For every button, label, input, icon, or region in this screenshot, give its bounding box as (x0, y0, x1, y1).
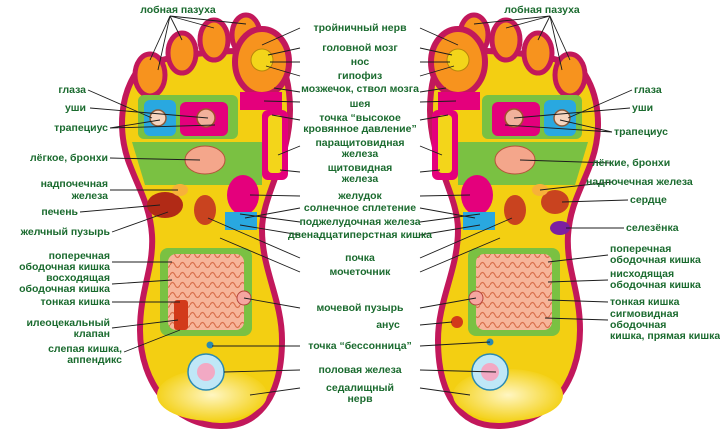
right-label-transverse-colon-2: ободочная кишка (610, 254, 701, 266)
left-neck-zone (240, 92, 282, 110)
left-label-frontal-sinus: лобная пазуха (140, 4, 216, 16)
label-stomach: желудок (337, 190, 382, 202)
label-cerebellum: мозжечок, ствол мозга (301, 83, 419, 95)
right-neck-zone (438, 92, 480, 110)
label-ureter: мочеточник (330, 266, 392, 278)
left-label-transverse-colon-2: ободочная кишка (19, 261, 110, 273)
right-heart-icon (541, 190, 569, 214)
right-toe-3 (489, 17, 523, 63)
left-labels: лобная пазуха глаза уши трапециус лёгкое… (19, 4, 216, 366)
left-label-ascending-colon-1: восходящая (46, 272, 110, 284)
right-label-descending-colon-2: ободочная кишка (610, 279, 701, 291)
left-label-trapezius: трапециус (54, 122, 108, 134)
right-label-sigmoid-2: ободочная (610, 319, 666, 331)
center-labels: тройничный нерв головной мозг нос гипофи… (288, 22, 432, 405)
label-pancreas: поджелудочная железа (299, 216, 420, 228)
right-anus-icon (451, 316, 463, 328)
right-labels: лобная пазуха глаза уши трапециус лёгкие… (504, 4, 720, 342)
label-sciatic-2: нерв (347, 393, 373, 405)
label-kidney: почка (345, 252, 375, 264)
left-parathyroid-zone (268, 115, 282, 173)
label-sciatic-1: седалищный (326, 382, 394, 394)
right-solar-plexus-zone (463, 212, 495, 230)
label-anus: анус (376, 319, 400, 331)
right-kidney-icon (504, 195, 526, 225)
left-sex-gland-inner (197, 363, 215, 381)
right-label-adrenal: надпочечная железа (586, 176, 693, 188)
left-stomach-icon (227, 175, 259, 215)
left-ileocecal-icon (174, 300, 188, 330)
label-pituitary: гипофиз (338, 70, 382, 82)
left-label-lung-bronchi: лёгкое, бронхи (30, 152, 108, 164)
label-neck: шея (350, 98, 371, 110)
label-thyroid-2: железа (341, 173, 379, 185)
right-label-sigmoid-1: сигмовидная (610, 308, 679, 320)
left-toe-3 (197, 17, 231, 63)
label-parathyroid-1: паращитовидная (315, 137, 404, 149)
left-label-cecum-2: аппендикс (67, 354, 122, 366)
right-label-eyes: глаза (634, 84, 662, 96)
left-kidney-icon (194, 195, 216, 225)
label-high-bp-2: кровянное давление” (303, 123, 416, 135)
left-toe-2 (165, 30, 199, 76)
left-label-liver: печень (41, 206, 78, 218)
right-lung-icon (494, 145, 536, 175)
label-bladder: мочевой пузырь (317, 302, 404, 314)
right-label-small-intestine: тонкая кишка (610, 296, 680, 308)
right-label-trapezius: трапециус (614, 126, 668, 138)
left-label-ascending-colon-2: ободочная кишка (19, 283, 110, 295)
right-toe-2 (521, 30, 555, 76)
left-label-gallbladder: желчный пузырь (20, 226, 111, 238)
label-duodenum: двенадцатиперстная кишка (288, 229, 432, 241)
label-trigeminal-nerve: тройничный нерв (313, 22, 407, 34)
left-foot (119, 12, 294, 430)
right-foot (426, 12, 601, 430)
left-label-small-intestine: тонкая кишка (41, 296, 111, 308)
right-label-descending-colon-1: нисходящая (610, 268, 674, 280)
label-high-bp-1: точка “высокое (319, 112, 401, 124)
right-label-heart: сердце (630, 194, 667, 206)
right-small-intestine-icon (476, 254, 552, 330)
left-label-adrenal-2: железа (71, 190, 109, 202)
left-label-ileocecal-2: клапан (74, 328, 110, 340)
right-label-sigmoid-3: кишка, прямая кишка (610, 330, 720, 342)
label-sex-gland: половая железа (318, 364, 401, 376)
label-thyroid-1: щитовидная (328, 162, 393, 174)
label-brain: головной мозг (322, 42, 398, 54)
left-heel-zone (157, 369, 267, 421)
right-spleen-icon (550, 221, 570, 235)
label-nose: нос (351, 56, 370, 68)
left-label-transverse-colon-1: поперечная (49, 250, 110, 262)
right-label-ears: уши (632, 102, 653, 114)
right-label-spleen: селезёнка (626, 222, 679, 234)
right-label-frontal-sinus: лобная пазуха (504, 4, 580, 16)
left-insomnia-point (206, 341, 214, 349)
left-label-eyes: глаза (58, 84, 86, 96)
right-parathyroid-zone (438, 115, 452, 173)
left-solar-plexus-zone (225, 212, 257, 230)
left-pituitary-zone (250, 48, 274, 72)
left-label-ears: уши (65, 102, 86, 114)
left-liver-icon (147, 192, 183, 218)
label-solar-plexus: солнечное сплетение (304, 202, 416, 214)
right-label-transverse-colon-1: поперечная (610, 243, 671, 255)
right-stomach-icon (461, 175, 493, 215)
left-eye-icon (149, 109, 167, 127)
leader-lines (79, 15, 633, 396)
right-eye-icon (553, 109, 571, 127)
label-parathyroid-2: железа (341, 148, 379, 160)
label-insomnia-point: точка “бессонница” (308, 340, 412, 352)
right-pituitary-zone (446, 48, 470, 72)
right-label-lungs-bronchi: лёгкие, бронхи (592, 157, 670, 169)
left-label-adrenal-1: надпочечная (41, 178, 108, 190)
left-label-ileocecal-1: илеоцекальный (26, 317, 110, 329)
left-label-cecum-1: слепая кишка, (48, 343, 122, 355)
left-adrenal-icon (172, 184, 188, 196)
